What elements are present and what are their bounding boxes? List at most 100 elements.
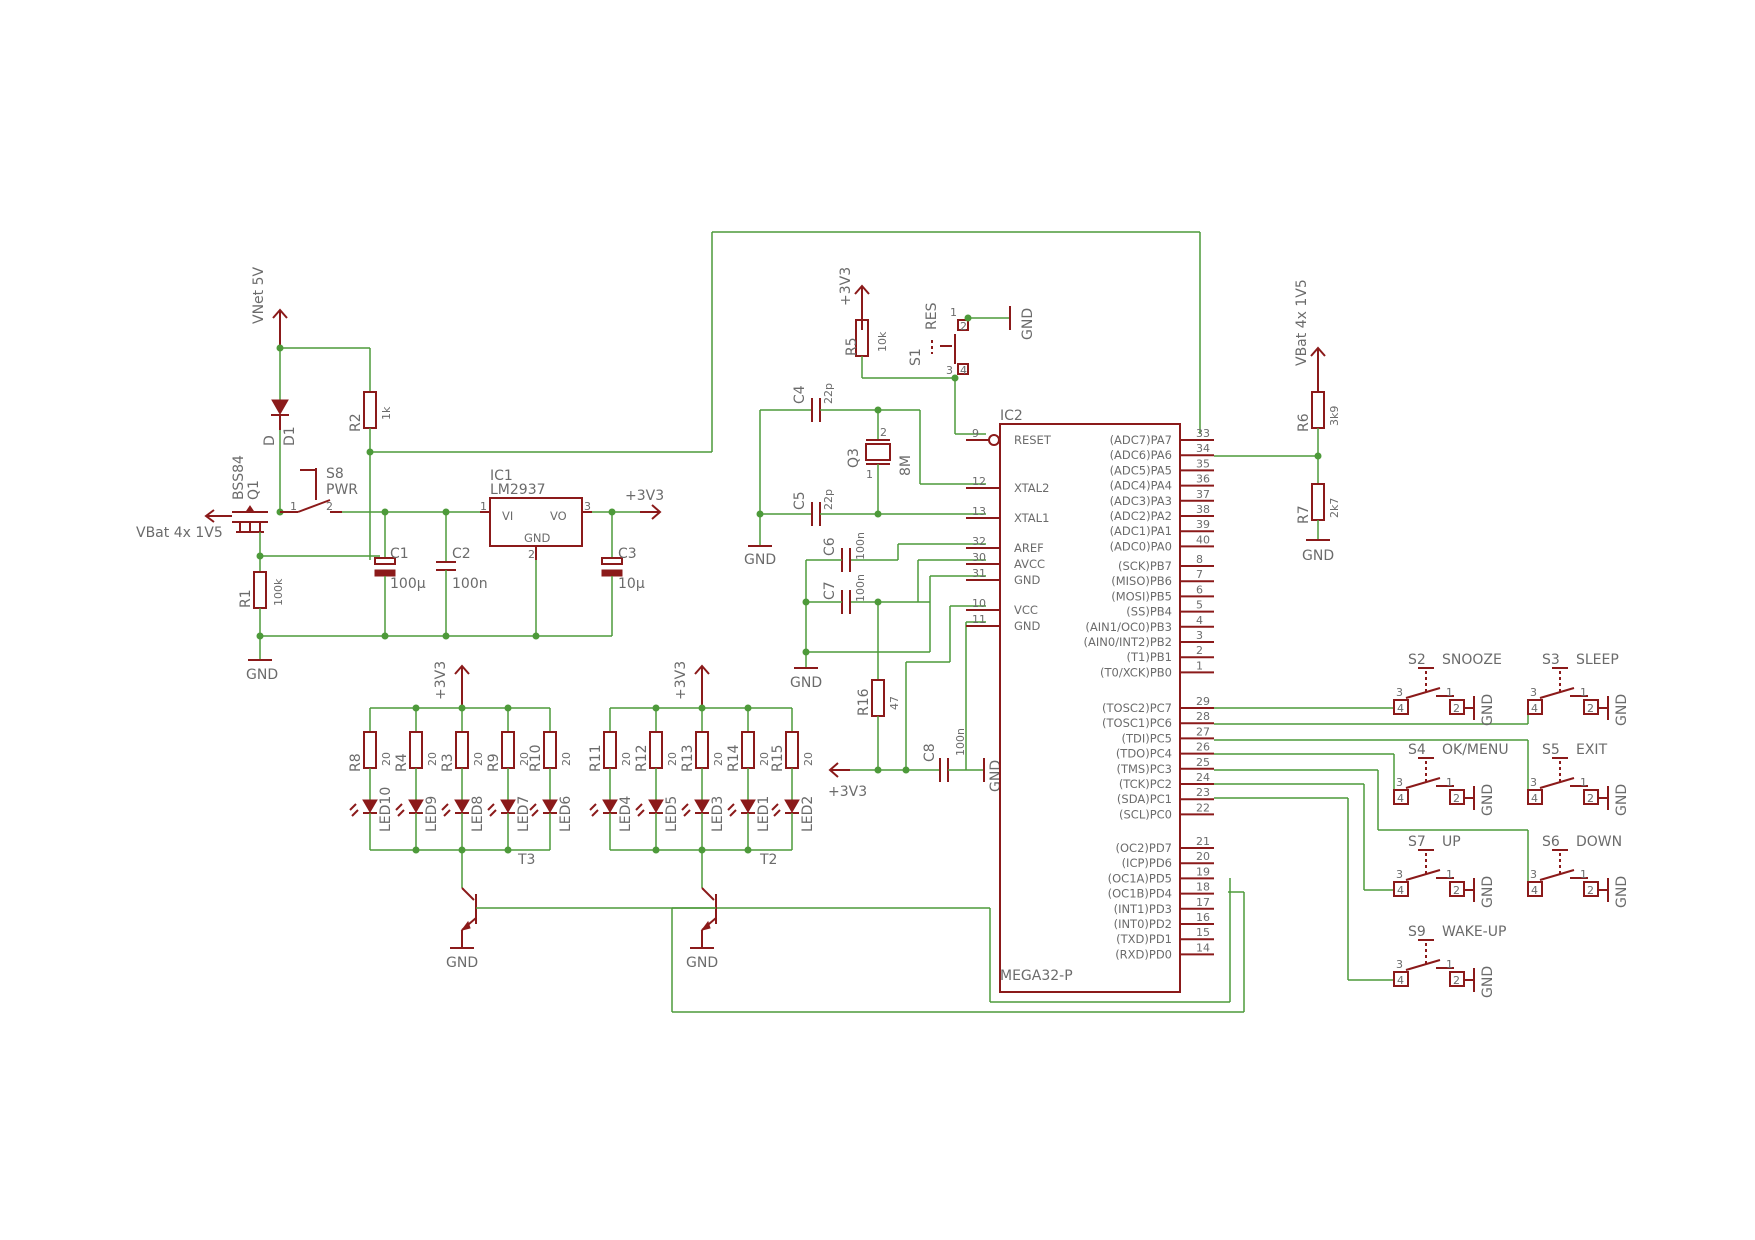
resistor-value: 20 [666, 752, 679, 766]
pin-name: (TXD)PD1 [1116, 932, 1172, 946]
led-ref: LED2 [800, 796, 816, 832]
resistor-ref: R13 [680, 744, 696, 772]
r1-value: 100k [272, 578, 285, 606]
led-icon [362, 799, 378, 813]
pin-name: RESET [1014, 433, 1052, 447]
pin-2: 2 [1453, 792, 1460, 805]
resistor-ref: R12 [634, 744, 650, 772]
pin-number: 7 [1196, 568, 1203, 581]
pin-3: 3 [1396, 686, 1403, 699]
gnd-label-xtal: GND [744, 552, 776, 568]
led-icon [694, 799, 710, 813]
pin-name: (MISO)PB6 [1111, 574, 1172, 588]
pin-name: (ICP)PD6 [1122, 856, 1172, 870]
pin-number: 35 [1196, 457, 1210, 470]
pin-number: 10 [972, 597, 986, 610]
p3v3-t2-label: +3V3 [673, 661, 689, 700]
switch-label: DOWN [1576, 834, 1622, 850]
c5-ref: C5 [792, 491, 808, 510]
s1-p1: 1 [950, 306, 957, 319]
pin-3: 3 [1530, 686, 1537, 699]
c3-ref: C3 [618, 546, 637, 562]
t2-label: T2 [759, 852, 777, 868]
pin-number: 38 [1196, 503, 1210, 516]
pin-name: (ADC1)PA1 [1110, 524, 1172, 538]
led-icon [784, 799, 800, 813]
pin-name: GND [1014, 573, 1041, 587]
switch-gnd: GND [1614, 784, 1630, 816]
pin-number: 40 [1196, 533, 1210, 546]
switch-ref: S2 [1408, 652, 1426, 668]
resistor-ref: R3 [440, 753, 456, 772]
capacitor-c3: C3 10μ [601, 512, 645, 636]
pin-name: (ADC7)PA7 [1110, 433, 1172, 447]
d1-ref: D1 [282, 426, 298, 446]
vbat-label-right: VBat 4x 1V5 [1294, 279, 1310, 366]
switch-s1[interactable]: 1 2 3 4 S1 RES [908, 302, 969, 377]
c8-value: 100n [954, 728, 967, 756]
c1-value: 100μ [390, 576, 426, 592]
capacitor-c2: C2 100n [436, 512, 488, 636]
ic1-vo: VO [550, 509, 567, 523]
pin-number: 11 [972, 613, 986, 626]
pin-3: 3 [1396, 958, 1403, 971]
pin-name: VCC [1014, 603, 1038, 617]
c8-ref: C8 [922, 743, 938, 762]
pin-number: 28 [1196, 710, 1210, 723]
pin-number: 15 [1196, 926, 1210, 939]
pin-number: 12 [972, 475, 986, 488]
switch-ref: S6 [1542, 834, 1560, 850]
resistor-value: 20 [380, 752, 393, 766]
ic1-pin3: 3 [584, 500, 591, 513]
resistor-value: 20 [560, 752, 573, 766]
t3-label: T3 [517, 852, 535, 868]
regulator-ic1: IC1 LM2937 VI VO GND 1 3 2 [480, 468, 592, 561]
ic2-pin: 27(TDI)PC5 [1121, 725, 1214, 745]
ic2-pin: 25(TMS)PC3 [1116, 756, 1214, 776]
switch-s8[interactable]: 1 2 S8 PWR [280, 466, 358, 513]
gnd-label-div: GND [1302, 548, 1334, 564]
power-section: VNet 5V D D1 R2 1k [136, 231, 1201, 683]
pin-4: 4 [1397, 884, 1404, 897]
ic2-pin: 39(ADC1)PA1 [1110, 518, 1214, 538]
ic2-pin: 33(ADC7)PA7 [1110, 427, 1214, 447]
pin-number: 29 [1196, 695, 1210, 708]
pin-number: 18 [1196, 881, 1210, 894]
c3-value: 10μ [618, 576, 645, 592]
r16-ref: R16 [856, 688, 872, 716]
s8-pin2: 2 [326, 500, 333, 513]
gnd-label-s1: GND [1020, 308, 1036, 340]
d1-value: D [262, 435, 278, 446]
pin-name: (OC1A)PD5 [1108, 871, 1172, 885]
pin-4: 4 [1531, 702, 1538, 715]
ic2-pin: 20(ICP)PD6 [1122, 850, 1214, 870]
ic2-pin: 14(RXD)PD0 [1115, 941, 1214, 961]
ic2-pin: 3(AIN0/INT2)PB2 [1083, 629, 1214, 649]
resistor [649, 731, 663, 769]
resistor-ref: R14 [726, 744, 742, 772]
ic2-pin: 4(AIN1/OC0)PB3 [1085, 614, 1214, 634]
ic2-value: MEGA32-P [1000, 968, 1073, 984]
pin-number: 32 [972, 535, 986, 548]
ic1-pin2: 2 [528, 548, 535, 561]
vbat-divider: VBat 4x 1V5 R6 3k9 R7 2k7 GND [1214, 279, 1341, 564]
pin-name: (T0/XCK)PB0 [1100, 665, 1172, 679]
c1-ref: C1 [390, 546, 409, 562]
ic2-pin: 23(SDA)PC1 [1117, 786, 1214, 806]
mosfet-q1: BSS84 Q1 [231, 455, 268, 533]
ic2-pin: 22(SCL)PC0 [1119, 801, 1214, 821]
pin-1: 1 [1580, 868, 1587, 881]
pin-1: 1 [1580, 686, 1587, 699]
ic2-pin: 36(ADC4)PA4 [1110, 473, 1214, 493]
